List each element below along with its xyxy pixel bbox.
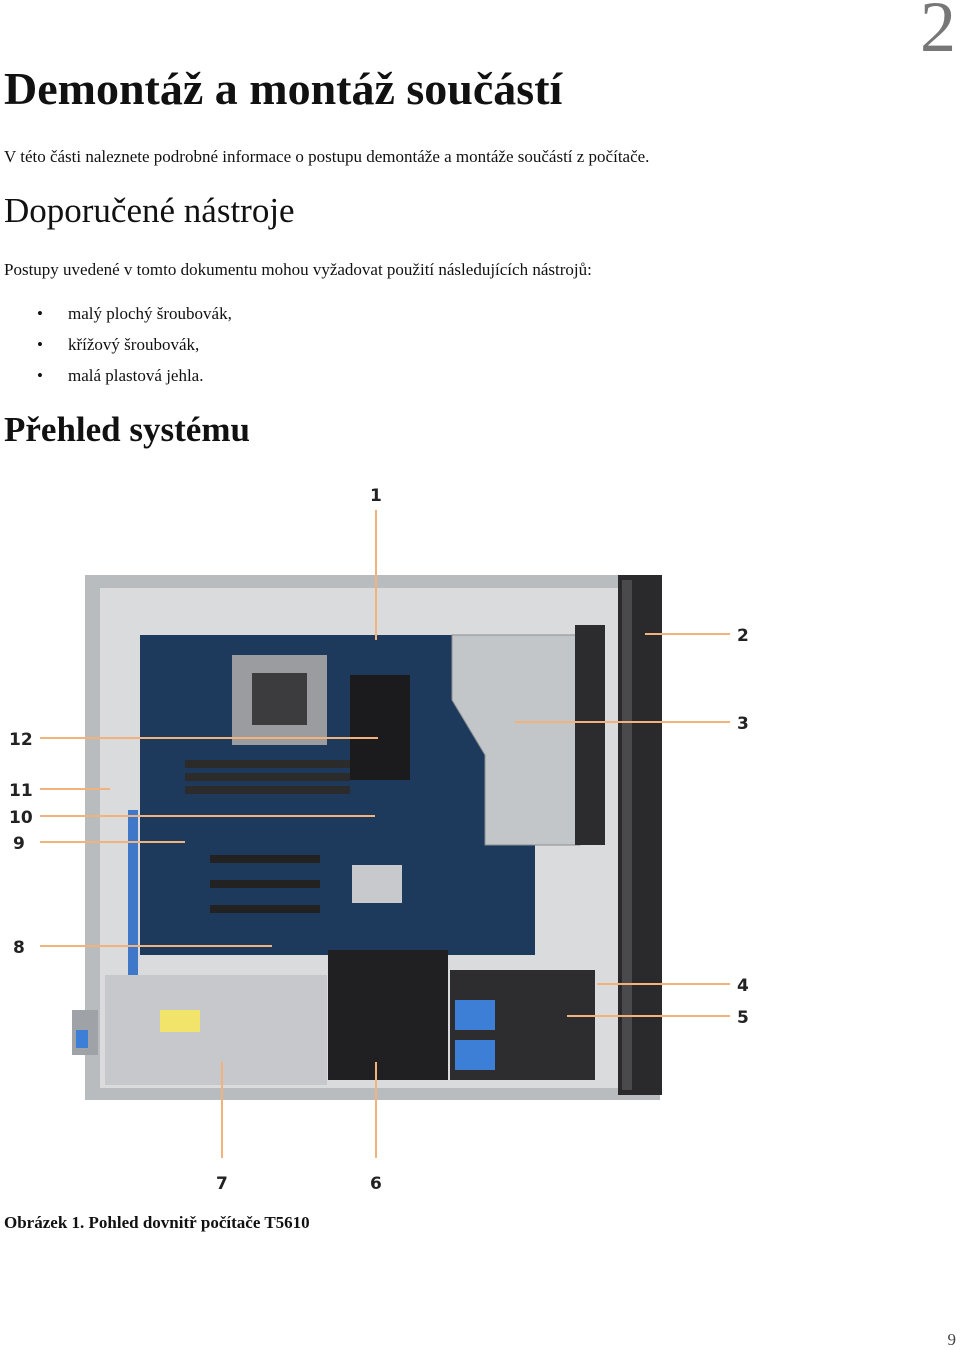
callout-5: 5 — [737, 1008, 749, 1028]
callout-11: 11 — [9, 781, 33, 801]
tool-item: křížový šroubovák, — [0, 334, 232, 365]
callout-6: 6 — [370, 1174, 382, 1194]
intro-paragraph: V této části naleznete podrobné informac… — [4, 147, 650, 166]
callout-3: 3 — [737, 714, 749, 734]
callout-12: 12 — [9, 730, 33, 750]
tool-item: malý plochý šroubovák, — [0, 303, 232, 334]
chassis-illustration — [72, 575, 662, 1100]
page-title: Demontáž a montáž součástí — [4, 63, 563, 114]
callout-1: 1 — [370, 486, 382, 506]
overview-heading: Přehled systému — [4, 410, 250, 449]
figure-caption: Obrázek 1. Pohled dovnitř počítače T5610 — [4, 1213, 310, 1232]
callout-2: 2 — [737, 626, 749, 646]
tool-item: malá plastová jehla. — [0, 365, 232, 396]
chapter-number: 2 — [920, 0, 956, 67]
callout-10: 10 — [9, 808, 33, 828]
tools-list: malý plochý šroubovák, křížový šroubovák… — [0, 303, 232, 396]
page-number: 9 — [947, 1330, 957, 1349]
callout-lines — [40, 510, 730, 1158]
callout-7: 7 — [216, 1174, 228, 1194]
callout-9: 9 — [13, 834, 25, 854]
tools-lead: Postupy uvedené v tomto dokumentu mohou … — [4, 260, 592, 279]
callout-4: 4 — [737, 976, 749, 996]
computer-interior-figure: 1 2 3 4 5 6 7 8 9 10 11 12 — [9, 486, 749, 1194]
callout-8: 8 — [13, 938, 25, 958]
tools-heading: Doporučené nástroje — [4, 191, 295, 230]
